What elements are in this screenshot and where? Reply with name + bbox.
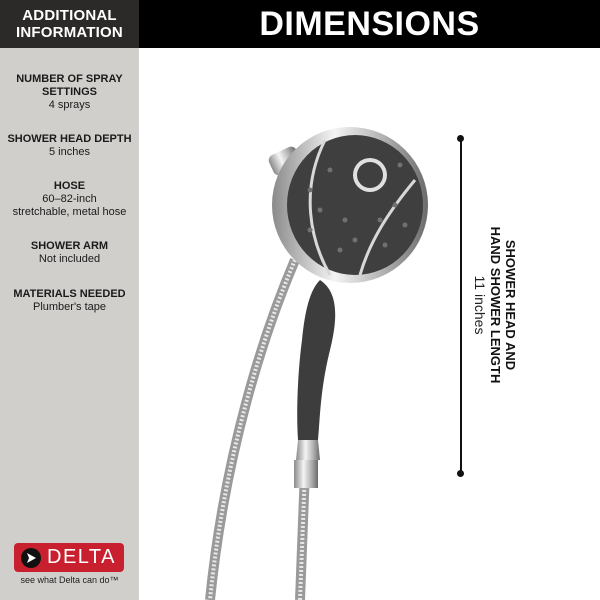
brand-tagline: see what Delta can do™	[20, 575, 119, 585]
spec-value: stretchable, metal hose	[12, 206, 127, 218]
spec-label: MATERIALS NEEDED	[13, 288, 126, 300]
spec-label: SETTINGS	[41, 86, 97, 98]
dimension-label-line1: SHOWER HEAD AND	[503, 239, 518, 371]
dimension-endpoint-top	[457, 135, 464, 142]
sidebar-header-line2: INFORMATION	[16, 24, 123, 41]
spec-value: 60–82-inch	[42, 193, 97, 205]
brand-name: DELTA	[47, 546, 116, 568]
dimension-line	[460, 138, 462, 474]
spec-value: 5 inches	[49, 146, 90, 158]
dimension-value: 11 inches	[472, 275, 488, 335]
additional-info-sidebar: ADDITIONAL INFORMATION NUMBER OF SPRAY S…	[0, 0, 139, 600]
sidebar-header-line1: ADDITIONAL	[22, 7, 117, 24]
dimension-endpoint-bottom	[457, 470, 464, 477]
spec-label: NUMBER OF SPRAY	[16, 73, 123, 85]
spec-spray-settings: NUMBER OF SPRAY SETTINGS 4 sprays	[0, 73, 139, 112]
spec-value: 4 sprays	[48, 99, 91, 111]
spec-label: SHOWER ARM	[30, 240, 109, 252]
spec-value: Plumber's tape	[32, 301, 107, 313]
spec-value: Not included	[38, 253, 101, 265]
shower-head-image	[205, 127, 428, 600]
spec-head-depth: SHOWER HEAD DEPTH 5 inches	[0, 133, 139, 159]
page-title: DIMENSIONS	[139, 0, 600, 48]
delta-triangle-icon	[21, 547, 41, 568]
delta-logo: DELTA	[14, 543, 124, 572]
spec-label: SHOWER HEAD DEPTH	[7, 133, 132, 145]
spec-hose: HOSE 60–82-inch stretchable, metal hose	[0, 180, 139, 219]
dimension-label-line2: HAND SHOWER LENGTH	[488, 226, 503, 384]
spec-materials: MATERIALS NEEDED Plumber's tape	[0, 288, 139, 314]
spec-shower-arm: SHOWER ARM Not included	[0, 240, 139, 266]
dimension-label: SHOWER HEAD AND HAND SHOWER LENGTH 11 in…	[472, 227, 518, 384]
sidebar-header: ADDITIONAL INFORMATION	[0, 0, 139, 48]
spec-label: HOSE	[53, 180, 86, 192]
